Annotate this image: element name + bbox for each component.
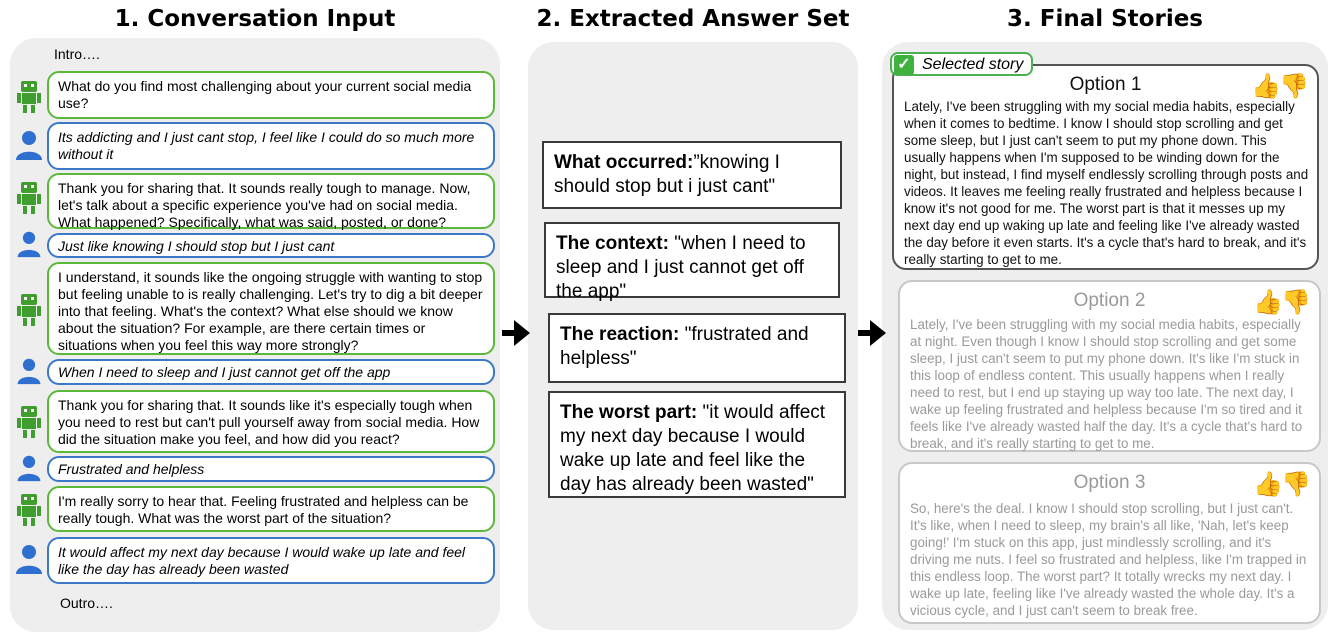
robot-icon xyxy=(17,294,41,326)
person-icon xyxy=(16,545,42,574)
story-text: Lately, I've been struggling with my soc… xyxy=(910,317,1303,451)
answer-value: "when I need to sleep and I just cannot … xyxy=(556,233,806,302)
intro-text: Intro…. xyxy=(54,46,100,62)
answer-set-title: 2. Extracted Answer Set xyxy=(536,6,850,32)
thumbs-down-icon[interactable]: 👎 xyxy=(1279,73,1309,100)
answer-label: What occurred: xyxy=(554,152,694,173)
robot-icon xyxy=(17,406,41,438)
story-text: Lately, I've been struggling with my soc… xyxy=(904,99,1309,267)
answer-label: The reaction: xyxy=(560,324,680,345)
answer-value: "frustrated and helpless" xyxy=(560,324,809,369)
story-option-3[interactable]: Option 3 👍👎 So, here's the deal. I know … xyxy=(898,462,1321,624)
user-message: When I need to sleep and I just cannot g… xyxy=(47,359,495,385)
thumbs-down-icon[interactable]: 👎 xyxy=(1281,471,1311,498)
person-icon xyxy=(17,455,41,482)
option-title: Option 3 xyxy=(1073,472,1146,493)
robot-icon xyxy=(17,182,41,214)
thumbs-up-icon[interactable]: 👍 xyxy=(1253,471,1283,498)
person-icon xyxy=(16,131,42,160)
rating-thumbs: 👍👎 xyxy=(1251,72,1309,101)
selected-story-label: ✓ Selected story xyxy=(890,52,1034,76)
user-message: Frustrated and helpless xyxy=(47,456,495,482)
answer-value: ”knowing I should stop but i just cant" xyxy=(554,152,780,197)
final-stories-title: 3. Final Stories xyxy=(1006,6,1203,32)
answer-value: "it would affect my next day because I w… xyxy=(560,402,826,495)
story-option-2[interactable]: Option 2 👍👎 Lately, I've been struggling… xyxy=(898,280,1321,452)
rating-thumbs: 👍👎 xyxy=(1253,470,1311,499)
person-icon xyxy=(17,358,41,385)
checkmark-icon: ✓ xyxy=(894,55,914,75)
user-message: Its addicting and I just cant stop, I fe… xyxy=(47,122,495,170)
arrow-right-icon xyxy=(502,320,530,346)
bot-message: What do you find most challenging about … xyxy=(47,71,495,119)
option-title: Option 2 xyxy=(1073,290,1146,311)
outro-text: Outro…. xyxy=(60,595,113,611)
user-message: It would affect my next day because I wo… xyxy=(47,537,495,584)
thumbs-up-icon[interactable]: 👍 xyxy=(1253,289,1283,316)
robot-icon xyxy=(17,81,41,113)
rating-thumbs: 👍👎 xyxy=(1253,288,1311,317)
answer-label: The worst part: xyxy=(560,402,698,423)
answer-label: The context: xyxy=(556,233,669,254)
answer-worst-part: The worst part: "it would affect my next… xyxy=(548,391,846,498)
answer-context: The context: "when I need to sleep and I… xyxy=(544,222,840,302)
option-title: Option 1 xyxy=(1069,74,1142,95)
bot-message: Thank you for sharing that. It sounds re… xyxy=(47,173,495,230)
bot-message: I'm really sorry to hear that. Feeling f… xyxy=(47,486,495,532)
answer-what-occurred: What occurred:”knowing I should stop but… xyxy=(542,141,842,209)
answer-reaction: The reaction: "frustrated and helpless" xyxy=(548,313,846,383)
thumbs-down-icon[interactable]: 👎 xyxy=(1281,289,1311,316)
selected-story-text: Selected story xyxy=(922,56,1024,73)
user-message: Just like knowing I should stop but I ju… xyxy=(47,233,495,258)
person-icon xyxy=(17,231,41,258)
robot-icon xyxy=(17,494,41,526)
conversation-input-title: 1. Conversation Input xyxy=(114,6,396,32)
story-option-1[interactable]: Option 1 👍👎 Lately, I've been struggling… xyxy=(892,64,1319,270)
arrow-right-icon xyxy=(858,320,886,346)
thumbs-up-icon[interactable]: 👍 xyxy=(1251,73,1281,100)
bot-message: Thank you for sharing that. It sounds li… xyxy=(47,390,495,453)
story-text: So, here's the deal. I know I should sto… xyxy=(910,501,1307,618)
bot-message: I understand, it sounds like the ongoing… xyxy=(47,262,495,355)
